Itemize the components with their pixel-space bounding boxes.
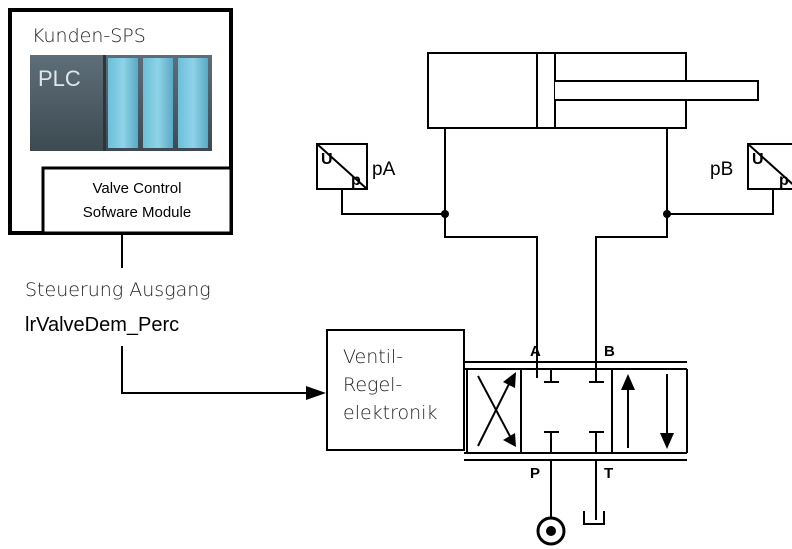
electronics-line2: Regel- [343,374,402,396]
line-port-b [595,128,668,378]
line-port-a [444,128,538,378]
plc-io-module-3 [178,58,208,148]
sensor-b-label: pB [710,159,733,180]
cross-flow-1-arrowhead [503,372,516,388]
plc-divider [103,55,106,151]
sensor-b-line [667,189,774,215]
sensor-a-symbol-p: p [351,172,361,189]
cross-flow-1 [477,377,513,447]
sensor-b-symbol-p: p [779,172,789,189]
signal-arrowhead [306,386,326,400]
directional-valve [464,361,688,461]
plc-io-module-1 [108,58,138,148]
software-module-line1: Valve Control [93,180,182,197]
sensor-a-diagonal [316,143,368,190]
plc-io-module-2 [143,58,173,148]
cross-flow-2-arrowhead [503,433,516,447]
valve-electronics-box [326,329,465,451]
plc-image: PLC [30,55,212,151]
tank-symbol [583,511,605,525]
electronics-line3: elektronik [343,402,437,424]
pressure-sensor-b: U p pB [667,143,792,215]
plc-title: Kunden-SPS [32,25,146,47]
signal-variable: lrValveDem_Perc [25,314,179,336]
sensor-b-symbol-u: U [752,151,764,168]
pump-source-inner [546,526,556,536]
pressure-sensor-a: U p pA [316,143,445,215]
plc-block: Kunden-SPS PLC Valve Control Sofware Mod… [8,8,233,235]
parallel-flow-up-arrowhead [621,374,635,390]
sensor-a-line [341,189,445,215]
software-module-line2: Sofware Module [83,204,191,221]
port-label-t: T [604,465,613,482]
signal-label: Steuerung Ausgang [25,279,211,301]
port-label-p: P [530,465,540,482]
sensor-a-label: pA [372,159,396,180]
piston-rod [555,80,759,101]
cross-flow-2 [477,375,513,441]
parallel-flow-down-arrowhead [660,433,674,449]
hydraulic-cylinder [427,52,759,129]
plc-logo-text: PLC [38,66,81,91]
port-label-b: B [604,343,615,360]
sensor-a-symbol-u: U [321,151,333,168]
electronics-line1: Ventil- [343,346,403,368]
port-label-a: A [530,343,541,360]
signal-line-lower [121,346,312,394]
software-module-box [41,166,233,235]
sensor-b-diagonal [747,143,792,185]
